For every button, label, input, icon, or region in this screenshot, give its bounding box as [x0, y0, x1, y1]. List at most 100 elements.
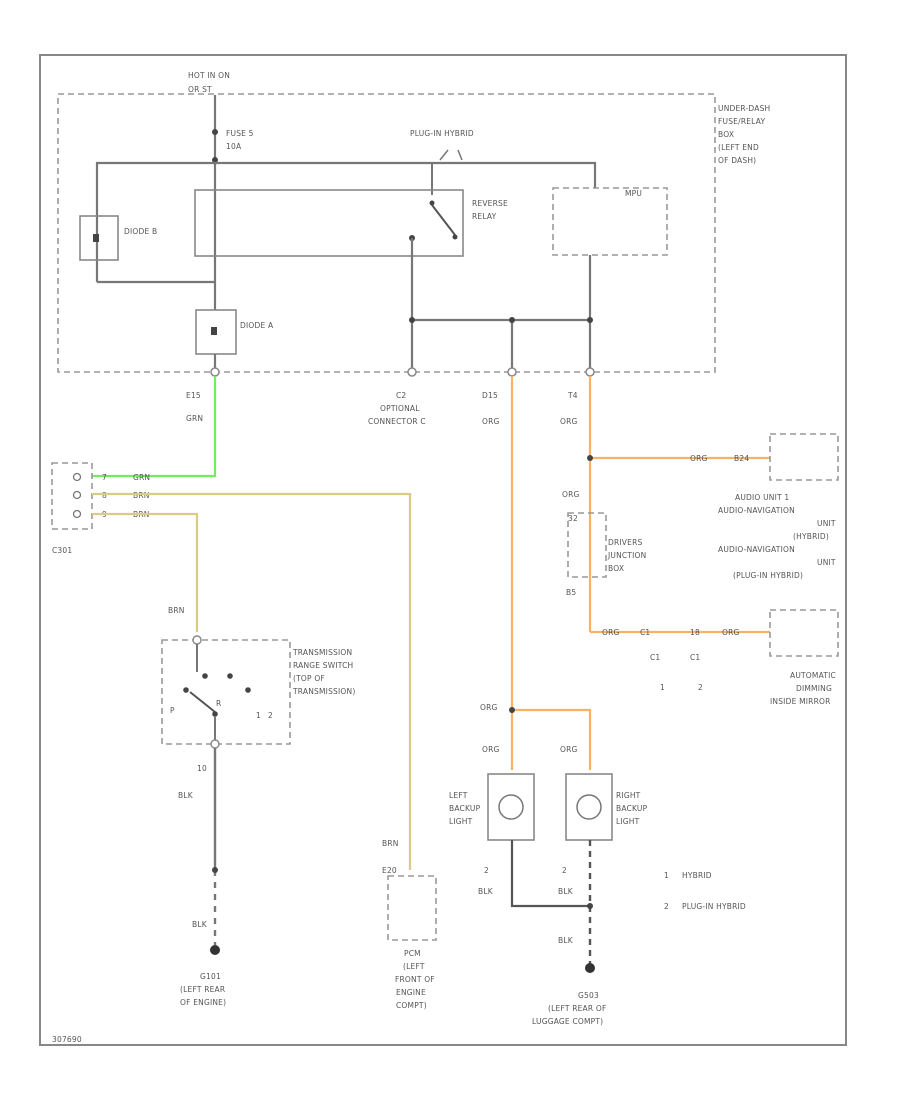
inside-mirror-box — [769, 609, 839, 657]
top-bus-wire — [95, 161, 597, 282]
diode-b-label: DIODE B — [124, 227, 157, 236]
green-wire — [92, 376, 217, 478]
brn-wire-to-switch — [92, 512, 199, 632]
fuse-rating: 10A — [226, 142, 242, 151]
c301-pin-9 — [72, 509, 82, 519]
fuse-terminal-bottom — [212, 157, 218, 163]
diode-b-symbol — [93, 234, 99, 242]
plug-in-label: PLUG-IN HYBRID — [410, 129, 474, 138]
pin-d15-label: D15 — [482, 391, 498, 400]
org-wire-label-2: ORG — [560, 417, 578, 426]
left-blk-label: BLK — [478, 887, 494, 896]
diode-a-symbol — [211, 327, 217, 335]
pcm-wire-label: BRN — [382, 839, 399, 848]
c301-pin-8 — [72, 490, 82, 500]
right-backup-label-3: LIGHT — [616, 817, 640, 826]
backup-left-wire-label: ORG — [482, 745, 500, 754]
ground-g503-desc-2: LUGGAGE COMPT) — [532, 1017, 603, 1026]
ground-g101-desc-2: OF ENGINE) — [180, 998, 226, 1007]
audio-unit-label-2: AUDIO-NAVIGATION — [718, 506, 795, 515]
splice-backup — [509, 707, 515, 713]
fusebox-label: UNDER-DASH — [718, 104, 770, 113]
junction-label-2: JUNCTION — [607, 551, 646, 560]
pcm-pin-label: E20 — [382, 866, 397, 875]
pin-t4 — [585, 367, 595, 377]
mirror-connector-sub-2: 2 — [698, 683, 703, 692]
switch-pin-10: 10 — [197, 764, 207, 773]
pcm-label-4: ENGINE — [396, 988, 426, 997]
splice-2 — [509, 317, 515, 323]
audio-unit-label-7: (PLUG-IN HYBRID) — [733, 571, 803, 580]
c2-label: C2 — [396, 391, 406, 400]
pin-d15 — [507, 367, 517, 377]
c2-optional-label: OPTIONAL — [380, 404, 420, 413]
switch-contact-4 — [245, 687, 251, 693]
pcm-box — [387, 875, 437, 941]
range-switch-label: TRANSMISSION — [292, 648, 352, 657]
switch-blk-label: BLK — [178, 791, 194, 800]
left-light-pin: 2 — [484, 866, 489, 875]
right-backup-bulb-icon — [576, 794, 602, 820]
c301-wire-7: GRN — [133, 473, 150, 482]
junction-label: DRIVERS — [608, 538, 642, 547]
org-wire-label: ORG — [482, 417, 500, 426]
grn-wire-label: GRN — [186, 414, 203, 423]
junction-label-3: BOX — [608, 564, 624, 573]
range-switch-pin-top — [192, 635, 202, 645]
diagram-code: 307690 — [52, 1035, 82, 1044]
audio-unit-label-5: AUDIO-NAVIGATION — [718, 545, 795, 554]
pin-e15 — [210, 367, 220, 377]
switch-wire-label: BRN — [168, 606, 185, 615]
right-backup-label-2: BACKUP — [616, 804, 648, 813]
relay-box — [194, 189, 464, 257]
power-label: HOT IN ON — [188, 71, 230, 80]
range-switch-box — [161, 639, 291, 745]
left-backup-light-box — [487, 773, 535, 841]
fusebox-label-2: FUSE/RELAY — [718, 117, 765, 126]
pcm-label-5: COMPT) — [396, 1001, 427, 1010]
power-label-2: OR ST — [188, 85, 212, 94]
pcm-label: PCM — [404, 949, 421, 958]
audio-pin-label: B24 — [734, 454, 749, 463]
c301-pin-7-label: 7 — [102, 473, 107, 482]
left-backup-label-3: LIGHT — [449, 817, 473, 826]
mirror-label-3: INSIDE MIRROR — [770, 697, 831, 706]
pin-c2 — [407, 367, 417, 377]
ground-g503-desc: (LEFT REAR OF — [548, 1004, 606, 1013]
junction-pin-32: 32 — [568, 514, 578, 523]
mirror-connector-1: C1 — [650, 653, 660, 662]
mirror-connector-sub-1: 1 — [660, 683, 665, 692]
ground-g503-label: G503 — [578, 991, 599, 1000]
c2-connector-label: CONNECTOR C — [368, 417, 426, 426]
switch-pos-p: P — [170, 706, 175, 715]
switch-contact-2 — [202, 673, 208, 679]
ground-blk-label-2: BLK — [558, 936, 574, 945]
pcm-label-2: (LEFT — [403, 962, 425, 971]
c301-pin-7 — [72, 472, 82, 482]
c301-connector — [51, 462, 93, 530]
range-switch-pin-bottom — [210, 739, 220, 749]
org-wire-right-light — [512, 708, 592, 770]
splice-3 — [587, 317, 593, 323]
mirror-label: AUTOMATIC — [790, 671, 836, 680]
mirror-wire-label-2: ORG — [722, 628, 740, 637]
audio-unit-label-4: (HYBRID) — [793, 532, 829, 541]
switch-blade — [189, 691, 216, 713]
right-backup-light-box — [565, 773, 613, 841]
relay-pivot — [429, 200, 435, 206]
fusebox-label-4: (LEFT END — [718, 143, 759, 152]
ground-g101-icon — [210, 945, 220, 955]
fuse-terminal-top — [212, 129, 218, 135]
plug-arrow-2 — [457, 149, 463, 161]
junction-pin-b5: B5 — [566, 588, 576, 597]
switch-pos-r: R — [216, 699, 221, 708]
plug-arrow-1 — [439, 149, 449, 161]
mpu-box — [552, 187, 668, 256]
splice-ground — [587, 903, 593, 909]
diode-a-label: DIODE A — [240, 321, 274, 330]
relay-switch-blade — [431, 204, 456, 236]
ground-blk-label: BLK — [192, 920, 208, 929]
diagram-frame — [39, 54, 847, 1046]
backup-right-wire-label: ORG — [560, 745, 578, 754]
splice-1 — [409, 317, 415, 323]
